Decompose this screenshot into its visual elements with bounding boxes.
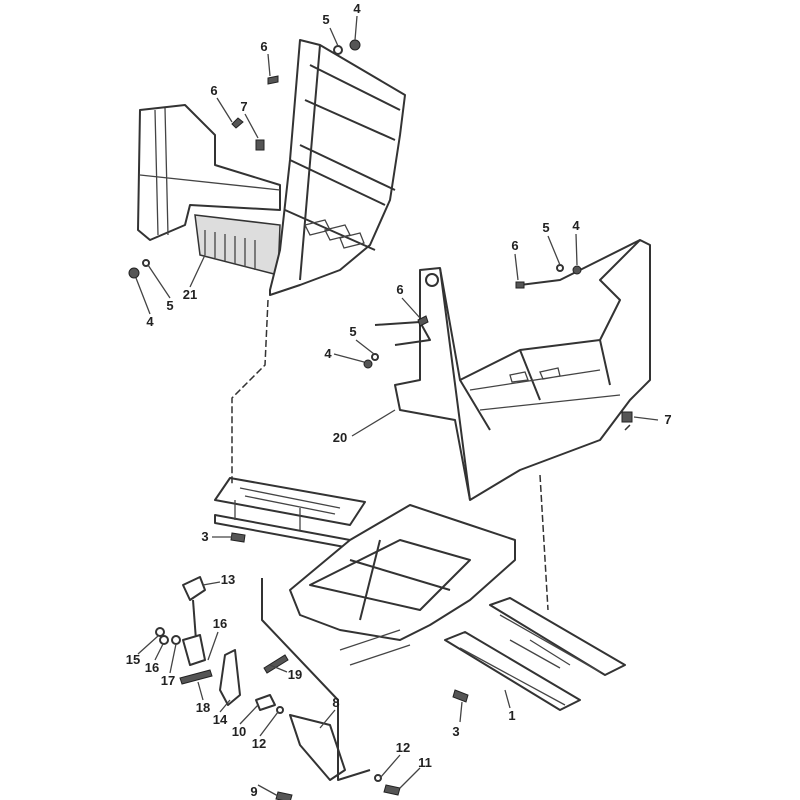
callout-20: 20 [333,430,347,445]
callout-12: 12 [252,736,266,751]
right-floor-panel [374,239,651,501]
callout-labels: 4 5 6 6 7 21 5 4 6 5 4 6 5 4 7 20 3 3 1 … [126,1,672,799]
callout-8: 8 [332,695,339,710]
callout-7: 7 [240,99,247,114]
pedal-assembly [155,532,469,800]
callout-17: 17 [161,673,175,688]
callout-4: 4 [324,346,332,361]
rear-frame-rail-1 [444,597,626,711]
callout-15: 15 [126,652,140,667]
callout-18: 18 [196,700,210,715]
callout-5: 5 [349,324,356,339]
left-floor-frame [269,39,406,296]
callout-4: 4 [572,218,580,233]
leader-lines [135,15,659,797]
callout-9: 9 [250,784,257,799]
left-side-panel [137,104,281,276]
callout-16: 16 [145,660,159,675]
callout-5: 5 [166,298,173,313]
callout-5: 5 [542,220,549,235]
callout-6: 6 [260,39,267,54]
callout-16: 16 [213,616,227,631]
callout-4: 4 [146,314,154,329]
callout-11: 11 [418,755,432,770]
callout-10: 10 [232,724,246,739]
callout-6: 6 [396,282,403,297]
callout-6: 6 [210,83,217,98]
callout-5: 5 [322,12,329,27]
callout-12: 12 [396,740,410,755]
callout-3: 3 [452,724,459,739]
main-chassis-frame [289,504,516,666]
callout-13: 13 [221,572,235,587]
callout-14: 14 [213,712,228,727]
front-frame-rail [214,477,366,549]
callout-1: 1 [508,708,515,723]
callout-21: 21 [183,287,197,302]
callout-7: 7 [664,412,671,427]
callout-4: 4 [353,1,361,16]
callout-6: 6 [511,238,518,253]
callout-3: 3 [201,529,208,544]
callout-19: 19 [288,667,302,682]
